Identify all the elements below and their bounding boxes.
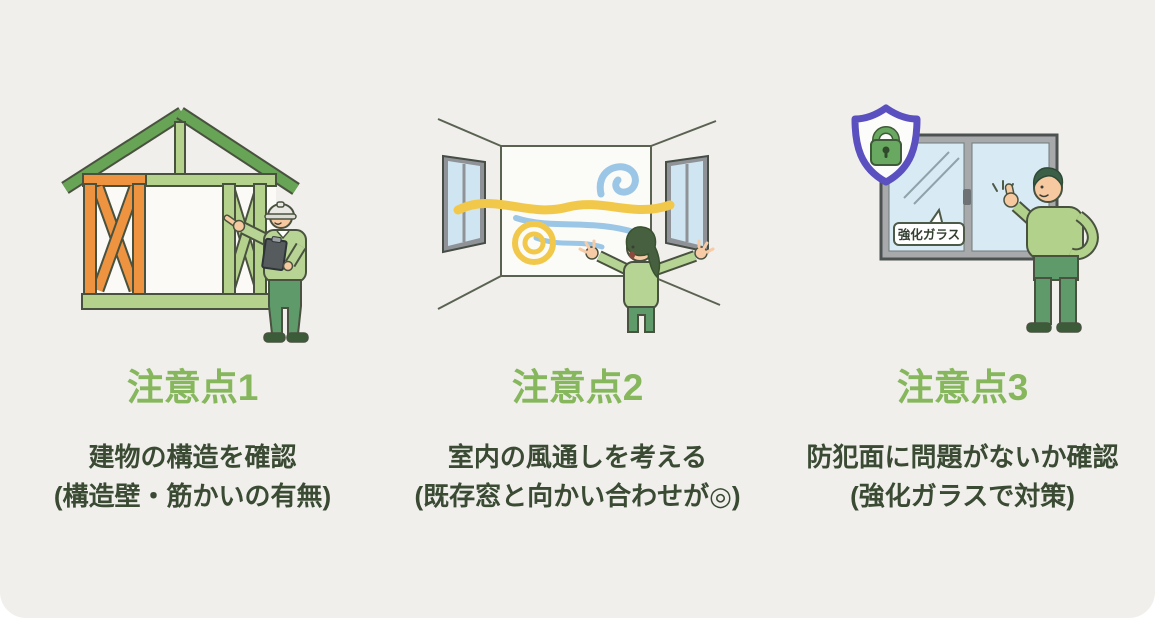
point-1-description: 建物の構造を確認 (構造壁・筋かいの有無) [54,438,331,516]
woman-figure [578,226,714,333]
man-shoe-left [1025,322,1052,333]
point-3-line-2: (強化ガラスで対策) [850,481,1075,511]
wind-curl-icon [596,163,639,198]
thumbs-up-man-figure [1002,167,1099,333]
security-window-svg: 強化ガラス [851,104,1099,333]
point-3-title: 注意点3 [896,367,1029,408]
green-post-left [221,183,236,297]
open-mouth [628,251,635,259]
point-1-section: 注意点1 建物の構造を確認 (構造壁・筋かいの有無) [0,0,385,618]
window-handle [962,189,971,205]
sill-beam [80,293,277,310]
tempered-glass-text: 強化ガラス [897,227,959,242]
point-2-section: 注意点2 室内の風通しを考える (既存窓と向かい合わせが◎) [385,0,770,618]
point-1-line-2: (構造壁・筋かいの有無) [53,481,332,511]
point-2-description: 室内の風通しを考える (既存窓と向かい合わせが◎) [414,438,740,516]
pointing-hand [232,219,245,233]
ventilation-illustration [418,86,738,356]
wind-stream-yellow-icon [453,198,674,215]
padlock-icon [869,126,902,166]
top-plate-orange [81,173,147,187]
point-1-title: 注意点1 [126,367,259,408]
woman-pants [626,306,655,333]
point-1-line-1: 建物の構造を確認 [88,442,297,472]
king-post [173,121,186,175]
point-2-line-1: 室内の風通しを考える [447,442,708,472]
open-hands [578,239,714,260]
point-2-title: 注意点2 [511,367,644,408]
point-3-description: 防犯面に問題がないか確認 (強化ガラスで対策) [806,438,1118,516]
house-frame-illustration [53,86,333,356]
point-3-section: 強化ガラス [770,0,1155,618]
man-hair [1032,167,1063,189]
clipboard-icon [260,236,288,271]
point-3-line-1: 防犯面に問題がないか確認 [806,442,1119,472]
house-frame-svg [60,107,309,343]
inspector-figure [223,201,309,343]
inspector-shoe-right [285,332,309,343]
right-window-icon [664,154,709,254]
thumbs-up-hand [1002,183,1019,208]
orange-post-left [82,183,97,297]
inspector-shoe-left [262,332,286,343]
security-window-illustration: 強化ガラス [808,86,1118,356]
air-swirl-icon [511,221,556,265]
man-shoe-right [1055,322,1082,333]
point-2-line-2: (既存窓と向かい合わせが◎) [414,481,741,511]
tempered-glass-label: 強化ガラス [892,207,965,246]
wind-stream-blue-icon [512,215,643,237]
security-shield-icon [851,104,920,186]
shirt-collar [275,230,290,240]
woman-hair [625,226,660,279]
helmet-icon [263,201,297,220]
room-ventilation-svg [437,118,720,333]
orange-x-brace-icon [91,184,141,293]
man-pants [1032,255,1079,325]
orange-post-right [131,183,146,297]
inspector-pants [267,279,302,335]
